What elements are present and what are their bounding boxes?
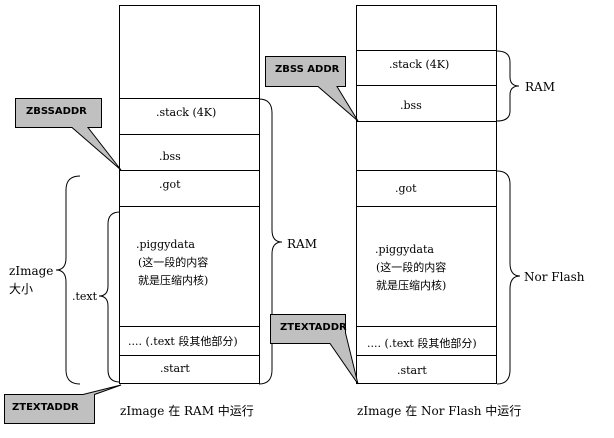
left-piggydata-label: .piggydata [136, 238, 195, 251]
right-callout-zbssaddr-label: ZBSS ADDR [275, 64, 340, 75]
left-text-rest-label: .... (.text 段其他部分) [128, 335, 238, 348]
left-text-brace-label: .text [72, 290, 98, 303]
left-ram-brace [258, 98, 283, 385]
left-caption: zImage 在 RAM 中运行 [120, 404, 254, 418]
left-piggydata-note: (这一段的内容 就是压缩内核) [138, 256, 209, 287]
left-callout-zbssaddr [15, 98, 122, 171]
left-got-label: .got [159, 178, 181, 191]
left-memory-block [119, 5, 260, 384]
left-callout-zbssaddr-label: ZBSSADDR [26, 106, 87, 117]
right-callout-zbssaddr [265, 56, 359, 122]
right-piggydata-label: .piggydata [375, 243, 434, 256]
right-text-rest-label: .... (.text 段其他部分) [367, 337, 477, 350]
left-callout-ztextaddr [4, 384, 122, 424]
left-bss-label: .bss [159, 150, 181, 163]
left-stack-label: .stack (4K) [156, 106, 217, 119]
right-flash-brace [496, 170, 521, 385]
left-zimage-size-label: zImage 大小 [9, 264, 54, 296]
right-bss-label: .bss [400, 99, 422, 112]
right-stack-label: .stack (4K) [389, 58, 450, 71]
left-ram-label: RAM [287, 237, 317, 251]
right-caption: zImage 在 Nor Flash 中运行 [357, 404, 522, 418]
left-callout-ztextaddr-label: ZTEXTADDR [12, 402, 79, 413]
left-start-label: .start [160, 362, 190, 375]
right-ram-brace [496, 50, 520, 122]
right-ram-label: RAM [525, 80, 555, 94]
right-got-label: .got [395, 182, 417, 195]
right-callout-ztextaddr [270, 314, 359, 385]
right-piggydata-note: (这一段的内容 就是压缩内核) [376, 261, 447, 292]
right-start-label: .start [397, 364, 427, 377]
left-zimage-size-brace [55, 175, 81, 385]
right-flash-label: Nor Flash [524, 270, 585, 284]
right-callout-ztextaddr-label: ZTEXTADDR [280, 322, 347, 333]
right-memory-block [356, 5, 497, 384]
left-text-brace [98, 211, 121, 383]
